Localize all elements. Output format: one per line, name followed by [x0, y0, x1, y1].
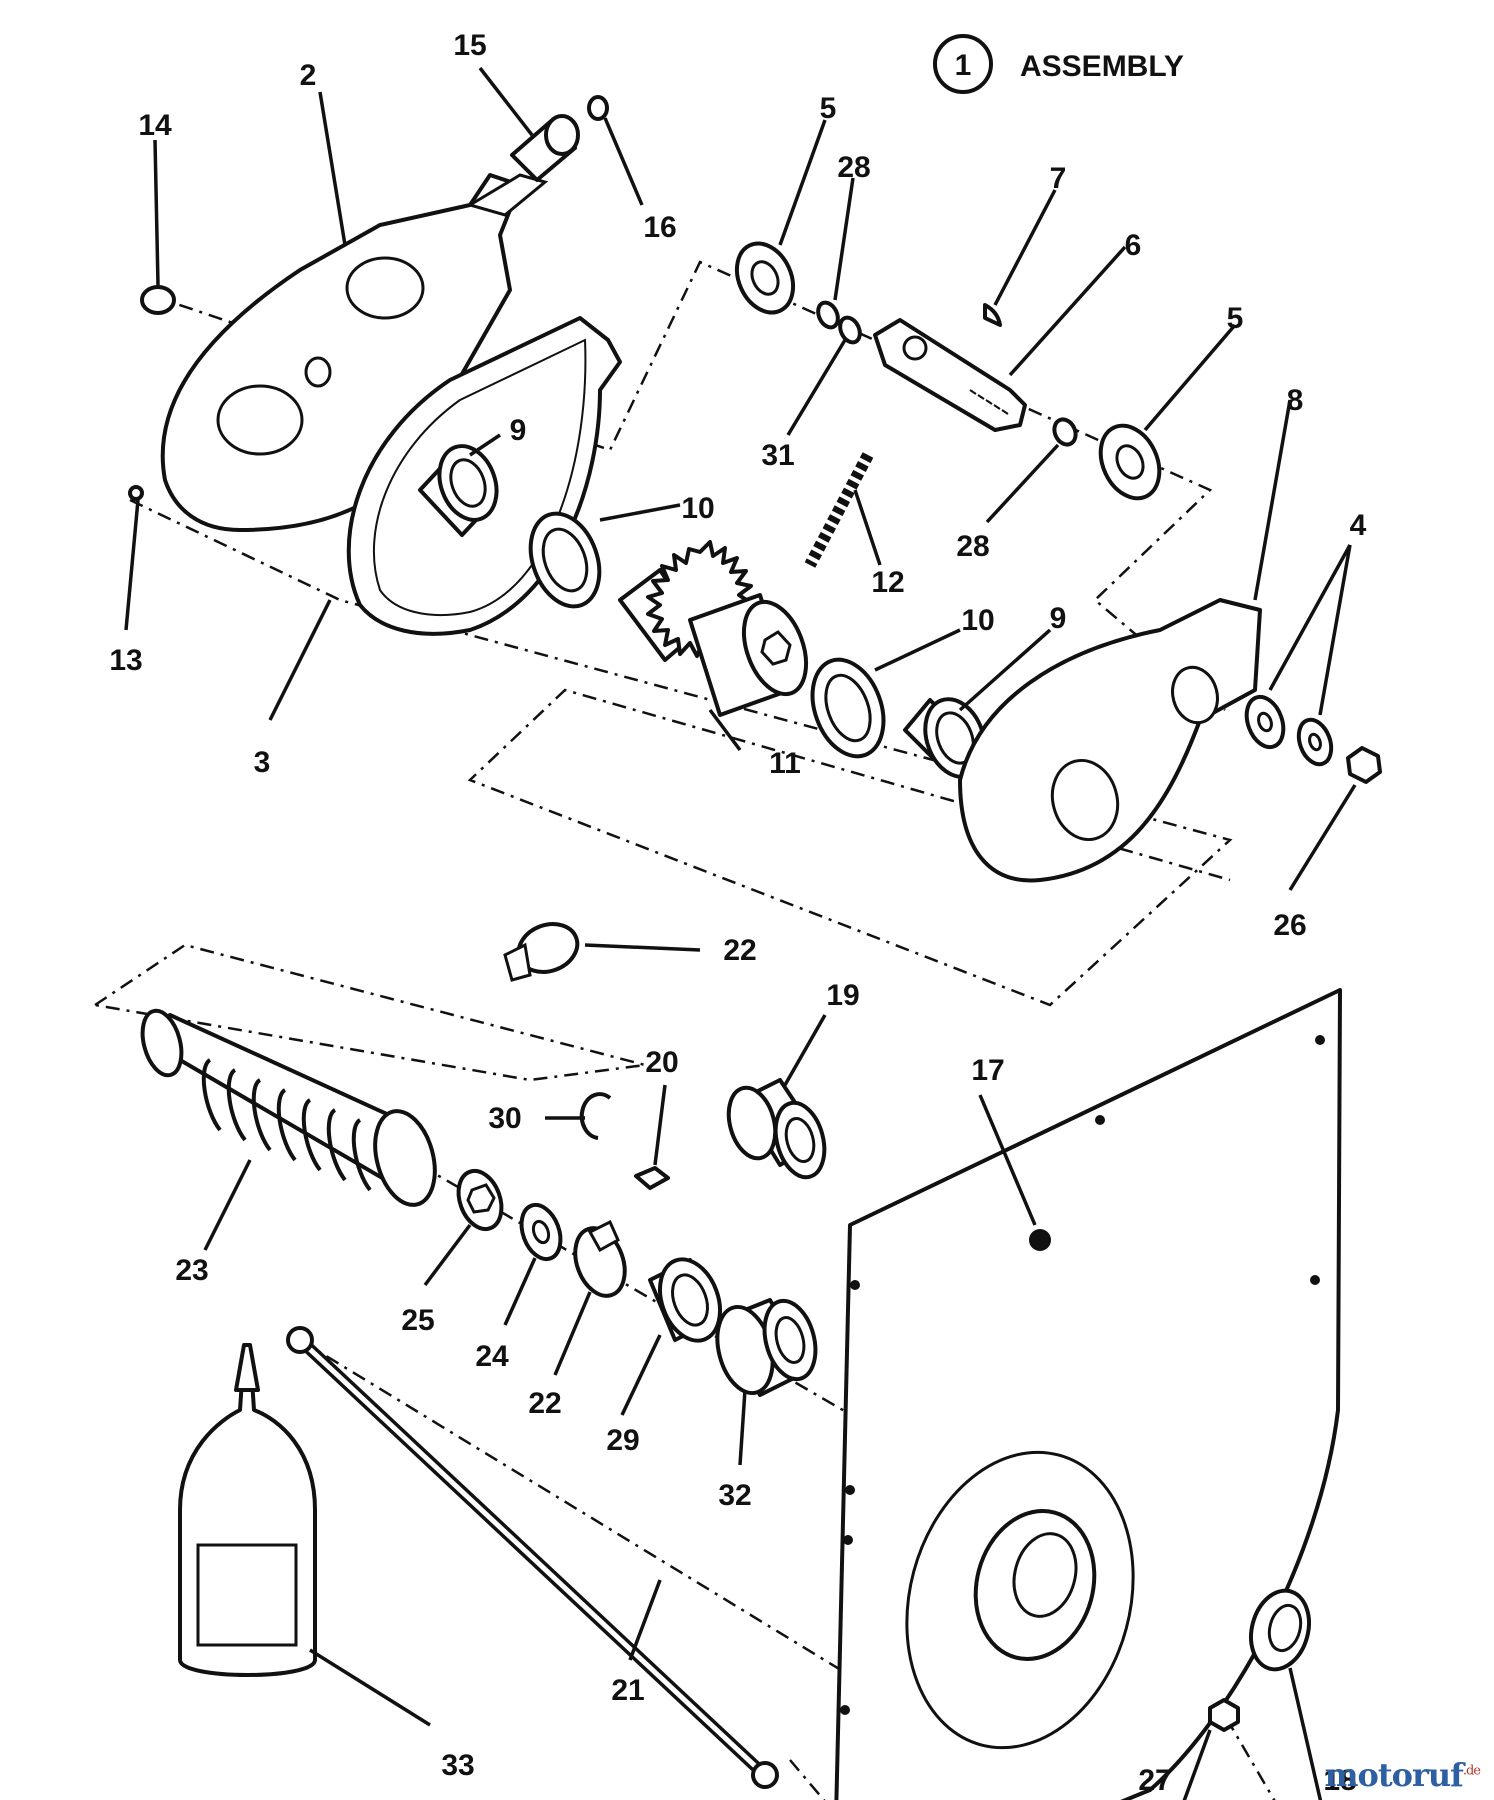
part-21-rod — [286, 1326, 779, 1789]
callout-17: 17 — [971, 1054, 1004, 1087]
callout-30: 30 — [488, 1102, 521, 1135]
callout-4: 4 — [1350, 509, 1367, 542]
callout-5-right: 5 — [1227, 302, 1244, 335]
part-32-coupling — [715, 1298, 818, 1397]
callout-28-bottom: 28 — [956, 530, 989, 563]
part-12-spring — [804, 452, 874, 568]
callout-6: 6 — [1125, 229, 1142, 262]
assembly-badge: 1 ASSEMBLY — [933, 34, 1184, 94]
part-27-nut — [1208, 1698, 1240, 1732]
part-30-clip — [579, 1092, 612, 1140]
part-16-clip — [587, 95, 609, 121]
callout-15: 15 — [453, 29, 486, 62]
watermark-suffix: .de — [1462, 1763, 1481, 1779]
assembly-label: ASSEMBLY — [1020, 50, 1184, 83]
callout-14: 14 — [138, 109, 172, 142]
part-17-frame — [834, 988, 1342, 1800]
callout-5-top: 5 — [820, 92, 837, 125]
callout-26: 26 — [1273, 909, 1306, 942]
part-29-bushing — [648, 1257, 722, 1343]
part-28-washer-lower — [1052, 417, 1078, 447]
part-20-screw — [634, 1166, 670, 1190]
callout-29: 29 — [606, 1424, 639, 1457]
watermark-logo: motoruf.de — [1324, 1756, 1481, 1794]
callout-32: 32 — [718, 1479, 751, 1512]
part-4-washers — [1244, 694, 1334, 767]
part-19-coupler — [726, 1078, 827, 1180]
callout-33: 33 — [441, 1749, 474, 1782]
callout-25: 25 — [401, 1304, 434, 1337]
part-10-seal-left — [528, 511, 602, 609]
part-13-screw — [128, 485, 144, 501]
callout-20: 20 — [645, 1046, 678, 1079]
part-9-bearing-left — [418, 444, 499, 537]
callout-8: 8 — [1287, 384, 1304, 417]
part-25-washer — [456, 1168, 504, 1232]
callout-12: 12 — [871, 566, 904, 599]
callout-3: 3 — [254, 746, 271, 779]
callout-7: 7 — [1050, 162, 1067, 195]
part-23-boot — [140, 1008, 437, 1207]
leader-lines — [124, 66, 1357, 1800]
callout-9-right: 9 — [1050, 602, 1067, 635]
part-22-clamp-lower — [573, 1219, 627, 1298]
callout-16: 16 — [643, 211, 676, 244]
part-15-bushing — [510, 114, 580, 182]
callout-10-right: 10 — [961, 604, 994, 637]
part-7-key — [983, 303, 1002, 327]
callout-24: 24 — [475, 1340, 509, 1373]
callout-28-top: 28 — [837, 151, 870, 184]
callout-22-upper: 22 — [723, 934, 756, 967]
assembly-number: 1 — [955, 49, 972, 82]
callout-2: 2 — [300, 59, 317, 92]
part-33-bottle — [178, 1343, 317, 1677]
part-8-rear-housing — [958, 598, 1262, 883]
part-22-clamp-upper — [503, 922, 580, 982]
part-28-washer-upper — [816, 300, 840, 330]
watermark-brand: motoruf — [1324, 1756, 1464, 1794]
callout-23: 23 — [175, 1254, 208, 1287]
callout-10-left: 10 — [681, 492, 714, 525]
part-6-shaft — [873, 318, 1027, 432]
part-24-washer — [519, 1202, 563, 1262]
callout-13: 13 — [109, 644, 142, 677]
part-26-nut — [1346, 746, 1382, 784]
part-31-washer — [838, 315, 862, 345]
callout-31: 31 — [761, 439, 794, 472]
callout-22-lower: 22 — [528, 1387, 561, 1420]
part-18-bearing — [1249, 1588, 1311, 1672]
callout-numbers: 15 2 14 16 5 28 7 6 5 8 9 10 31 28 12 4 … — [109, 29, 1366, 1797]
part-2-front-housing — [160, 173, 549, 532]
part-11-gear — [618, 540, 809, 717]
part-5-bearing-upper-right — [1098, 423, 1162, 501]
part-10-seal-right — [810, 657, 886, 759]
callout-27: 27 — [1138, 1764, 1171, 1797]
callout-18: 18 — [1323, 1764, 1356, 1797]
callout-19: 19 — [826, 979, 859, 1012]
part-14-plug — [140, 285, 176, 315]
part-5-bearing-upper-left — [734, 241, 796, 315]
callout-11: 11 — [769, 747, 801, 780]
callout-9-left: 9 — [510, 414, 527, 447]
callout-21: 21 — [611, 1674, 644, 1707]
